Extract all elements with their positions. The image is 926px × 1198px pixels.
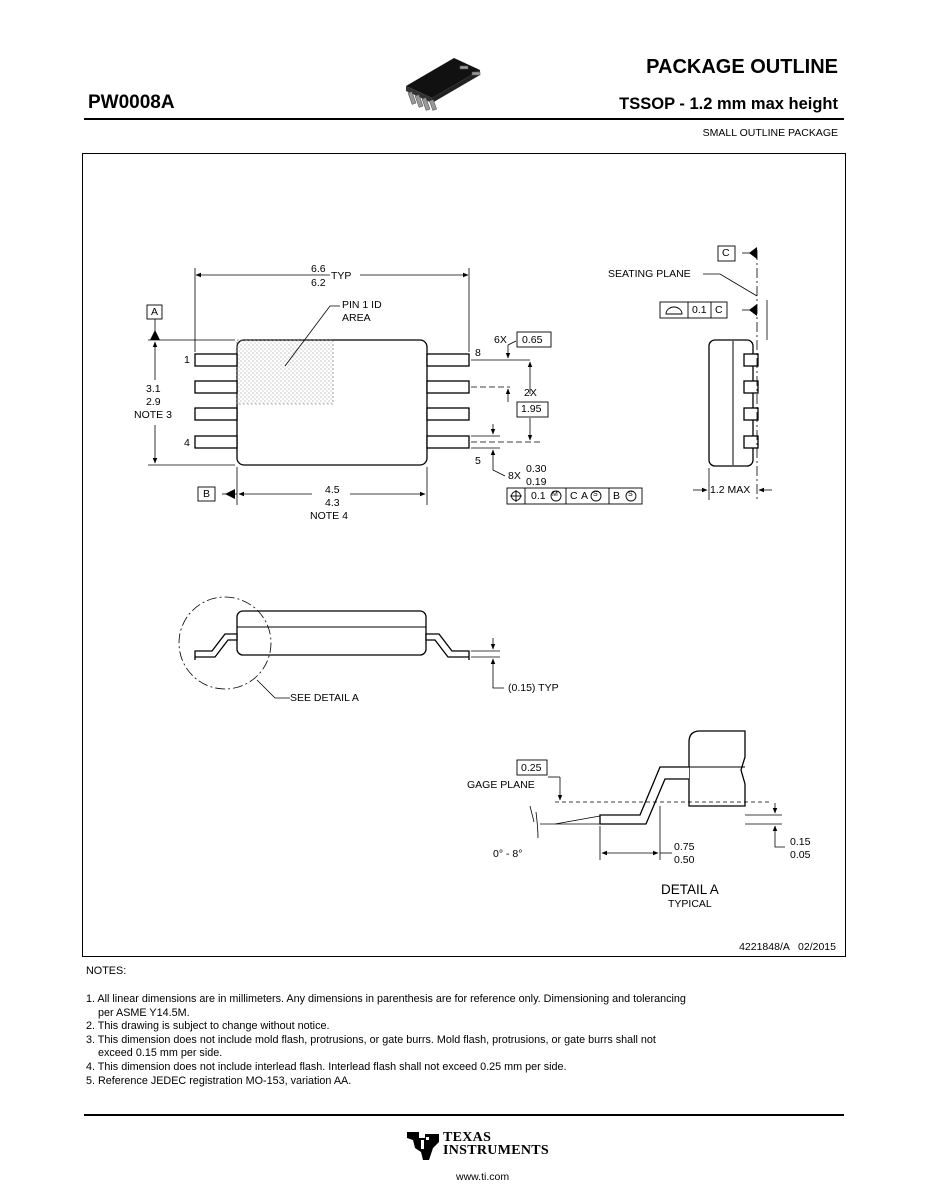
see-detail-label: SEE DETAIL A <box>290 692 359 704</box>
body-width-max: 4.5 <box>325 484 340 496</box>
note-5: 5. Reference JEDEC registration MO-153, … <box>86 1074 352 1087</box>
overall-width-min: 6.2 <box>311 277 326 289</box>
angle-label: 0° - 8° <box>493 848 523 860</box>
lead-width-max: 0.30 <box>526 463 547 475</box>
length-min: 2.9 <box>146 396 161 408</box>
span-count: 2X <box>524 387 537 399</box>
datum-a-label: A <box>151 306 159 318</box>
flatness-datum: C <box>715 304 723 316</box>
ti-url: www.ti.com <box>456 1171 510 1183</box>
pitch-count: 6X <box>494 334 507 346</box>
foot-min: 0.50 <box>674 854 695 866</box>
fcf-rfs-b: S <box>628 491 633 498</box>
ti-logo-text: TEXAS INSTRUMENTS <box>443 1130 549 1158</box>
foot-max: 0.75 <box>674 841 695 853</box>
lead-width-min: 0.19 <box>526 476 547 488</box>
detail-a-dimensions <box>529 776 785 860</box>
length-note: NOTE 3 <box>134 409 172 421</box>
standoff-max: 0.15 <box>790 836 811 848</box>
note-2: 2. This drawing is subject to change wit… <box>86 1020 330 1033</box>
ti-logo-line1: TEXAS <box>443 1130 492 1145</box>
package-subtitle: TSSOP - 1.2 mm max height <box>619 95 838 113</box>
part-number: PW0008A <box>88 92 175 113</box>
fcf-modifier: M <box>552 491 558 498</box>
lead-thickness-label: (0.15) TYP <box>508 682 559 694</box>
front-view <box>194 610 470 660</box>
gage-plane-label: GAGE PLANE <box>467 779 535 791</box>
pin-1-number: 1 <box>184 354 190 366</box>
package-3d-icon <box>406 58 481 111</box>
header-rule <box>84 118 844 120</box>
notes-list: 1. All linear dimensions are in millimet… <box>86 993 826 1088</box>
datum-a-box <box>146 304 552 502</box>
ti-logo-icon <box>407 1132 439 1160</box>
fcf-datum-c: C <box>570 490 578 502</box>
package-outline-title: PACKAGE OUTLINE <box>646 56 838 78</box>
drawing-number: 4221848/A 02/2015 <box>739 941 836 953</box>
datum-c-label: C <box>722 247 730 259</box>
package-category: SMALL OUTLINE PACKAGE <box>702 127 838 139</box>
note-1: 1. All linear dimensions are in millimet… <box>86 993 686 1005</box>
top-view-dimensions <box>148 268 540 505</box>
length-max: 3.1 <box>146 383 161 395</box>
lead-count: 8X <box>508 470 521 482</box>
feature-control-frame <box>506 487 643 505</box>
note-4: 4. This dimension does not include inter… <box>86 1060 567 1073</box>
gage-value: 0.25 <box>521 762 542 774</box>
seating-plane-label: SEATING PLANE <box>608 268 691 280</box>
pin1-label: PIN 1 ID <box>342 299 382 311</box>
pin-8-number: 8 <box>475 347 481 359</box>
height-label: 1.2 MAX <box>710 484 751 496</box>
note-1-cont: per ASME Y14.5M. <box>98 1006 190 1019</box>
overall-width-max: 6.6 <box>311 263 326 275</box>
notes-heading: NOTES: <box>86 965 127 977</box>
detail-a-subtitle: TYPICAL <box>668 898 712 910</box>
flatness-value: 0.1 <box>692 304 707 316</box>
fcf-datum-b: B <box>613 490 621 502</box>
drawing-frame <box>82 153 846 957</box>
detail-a-title: DETAIL A <box>661 882 719 897</box>
detail-a-circle <box>178 596 272 690</box>
pin-5-number: 5 <box>475 455 481 467</box>
note-3-cont: exceed 0.15 mm per side. <box>98 1047 223 1060</box>
ti-logo-line2: INSTRUMENTS <box>443 1143 549 1158</box>
span-value: 1.95 <box>521 403 542 415</box>
footer-rule <box>84 1114 844 1116</box>
standoff-min: 0.05 <box>790 849 811 861</box>
fcf-rfs-a: S <box>593 491 598 498</box>
datum-b-label: B <box>203 488 211 500</box>
fcf-tolerance: 0.1 <box>531 490 546 502</box>
side-view <box>708 339 759 467</box>
detail-a <box>599 730 746 825</box>
overall-width-typ: TYP <box>331 270 352 282</box>
top-view <box>194 339 470 466</box>
body-width-note: NOTE 4 <box>310 510 348 522</box>
fcf-datum-a: A <box>581 490 589 502</box>
pitch-value: 0.65 <box>522 334 543 346</box>
note-3: 3. This dimension does not include mold … <box>86 1033 656 1046</box>
pin1-label-area: AREA <box>342 312 371 324</box>
body-width-min: 4.3 <box>325 497 340 509</box>
pin-4-number: 4 <box>184 437 190 449</box>
